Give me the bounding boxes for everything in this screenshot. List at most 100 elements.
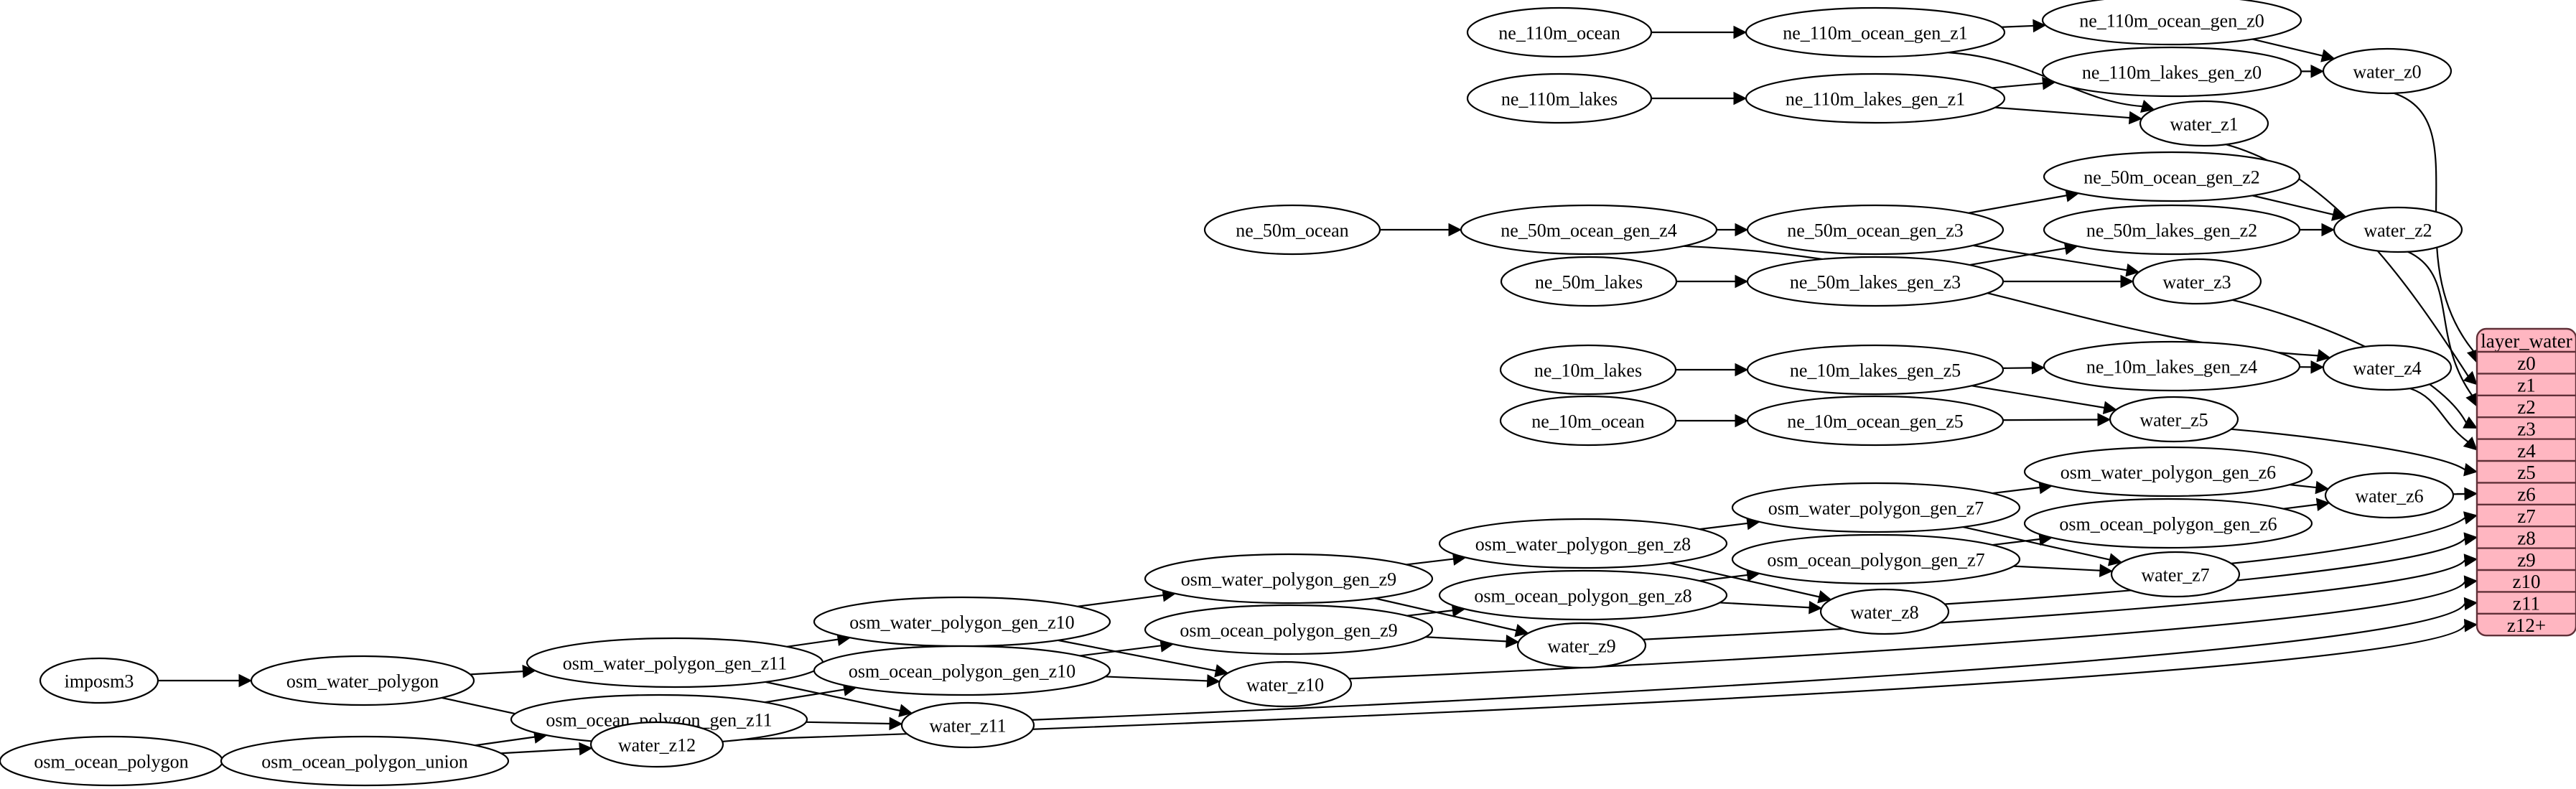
node-shape[interactable] — [2132, 258, 2262, 305]
node-shape[interactable] — [1746, 395, 2005, 447]
node-ne_50m_ocean[interactable]: ne_50m_ocean — [1203, 204, 1381, 256]
node-water_z1[interactable]: water_z1 — [2139, 100, 2269, 147]
node-shape[interactable] — [2023, 446, 2313, 498]
edge-water_z7-to-layer_water-z7 — [2231, 517, 2465, 564]
node-shape[interactable] — [2043, 151, 2301, 202]
node-shape[interactable] — [1499, 344, 1677, 396]
node-ne_110m_ocean_gen_z0[interactable]: ne_110m_ocean_gen_z0 — [2041, 0, 2302, 46]
node-shape[interactable] — [0, 735, 224, 787]
node-shape[interactable] — [1516, 622, 1647, 669]
node-shape[interactable] — [813, 596, 1111, 648]
edge-osm_water_polygon_gen_z7-to-osm_water_polygon_gen_z6 — [1992, 486, 2040, 495]
edge-osm_water_polygon_gen_z9-to-osm_water_polygon_gen_z8 — [1406, 558, 1454, 566]
node-shape[interactable] — [589, 721, 724, 768]
node-ne_110m_lakes_gen_z1[interactable]: ne_110m_lakes_gen_z1 — [1745, 73, 2006, 124]
node-shape[interactable] — [250, 655, 475, 706]
node-shape[interactable] — [1746, 256, 2005, 307]
node-shape[interactable] — [2023, 498, 2313, 549]
node-shape[interactable] — [1144, 604, 1434, 655]
node-shape[interactable] — [1746, 344, 2005, 396]
node-water_z6[interactable]: water_z6 — [2324, 472, 2455, 519]
node-ne_110m_lakes_gen_z0[interactable]: ne_110m_lakes_gen_z0 — [2041, 46, 2302, 98]
node-osm_water_polygon[interactable]: osm_water_polygon — [250, 655, 475, 706]
node-shape[interactable] — [1499, 395, 1677, 447]
node-shape[interactable] — [1819, 588, 1950, 635]
node-shape[interactable] — [2041, 46, 2302, 98]
node-ne_110m_ocean[interactable]: ne_110m_ocean — [1466, 6, 1653, 58]
node-shape[interactable] — [39, 657, 159, 704]
node-shape[interactable] — [813, 645, 1111, 696]
node-shape[interactable] — [2322, 47, 2453, 95]
node-ne_50m_ocean_gen_z3[interactable]: ne_50m_ocean_gen_z3 — [1746, 204, 2005, 256]
node-water_z8[interactable]: water_z8 — [1819, 588, 1950, 635]
node-osm_water_polygon_gen_z9[interactable]: osm_water_polygon_gen_z9 — [1144, 553, 1434, 604]
node-water_z5[interactable]: water_z5 — [2109, 396, 2239, 443]
node-osm_water_polygon_gen_z8[interactable]: osm_water_polygon_gen_z8 — [1438, 518, 1728, 569]
arrow-head-icon — [2320, 49, 2335, 62]
node-osm_ocean_polygon_gen_z6[interactable]: osm_ocean_polygon_gen_z6 — [2023, 498, 2313, 549]
node-shape[interactable] — [2043, 204, 2301, 256]
node-shape[interactable] — [2322, 344, 2453, 391]
node-ne_10m_lakes[interactable]: ne_10m_lakes — [1499, 344, 1677, 396]
node-osm_ocean_polygon_gen_z9[interactable]: osm_ocean_polygon_gen_z9 — [1144, 604, 1434, 655]
node-shape[interactable] — [1438, 569, 1728, 621]
node-shape[interactable] — [1745, 73, 2006, 124]
node-shape[interactable] — [2139, 100, 2269, 147]
edge-osm_ocean_polygon_gen_z7-to-osm_ocean_polygon_gen_z6 — [1992, 538, 2040, 546]
node-osm_ocean_polygon_union[interactable]: osm_ocean_polygon_union — [220, 735, 510, 787]
node-shape[interactable] — [1731, 482, 2021, 533]
node-imposm3[interactable]: imposm3 — [39, 657, 159, 704]
node-shape[interactable] — [1466, 73, 1653, 124]
node-ne_50m_lakes_gen_z2[interactable]: ne_50m_lakes_gen_z2 — [2043, 204, 2301, 256]
node-osm_water_polygon_gen_z6[interactable]: osm_water_polygon_gen_z6 — [2023, 446, 2313, 498]
node-shape[interactable] — [220, 735, 510, 787]
node-water_z12[interactable]: water_z12 — [589, 721, 724, 768]
node-shape[interactable] — [1731, 533, 2021, 585]
node-osm_ocean_polygon_gen_z8[interactable]: osm_ocean_polygon_gen_z8 — [1438, 569, 1728, 621]
node-shape[interactable] — [1218, 660, 1353, 708]
node-shape[interactable] — [526, 637, 824, 688]
node-water_z11[interactable]: water_z11 — [900, 701, 1035, 749]
node-ne_50m_ocean_gen_z4[interactable]: ne_50m_ocean_gen_z4 — [1460, 204, 1718, 256]
node-ne_50m_lakes[interactable]: ne_50m_lakes — [1500, 256, 1678, 307]
node-shape[interactable] — [2110, 551, 2241, 598]
node-ne_10m_ocean[interactable]: ne_10m_ocean — [1499, 395, 1677, 447]
node-ne_110m_lakes[interactable]: ne_110m_lakes — [1466, 73, 1653, 124]
node-ne_110m_ocean_gen_z1[interactable]: ne_110m_ocean_gen_z1 — [1745, 6, 2006, 58]
arrow-head-icon — [1735, 363, 1749, 377]
node-ne_50m_lakes_gen_z3[interactable]: ne_50m_lakes_gen_z3 — [1746, 256, 2005, 307]
node-shape[interactable] — [1460, 204, 1718, 256]
node-shape[interactable] — [1746, 204, 2005, 256]
node-shape[interactable] — [1466, 6, 1653, 58]
node-water_z4[interactable]: water_z4 — [2322, 344, 2453, 391]
node-osm_water_polygon_gen_z11[interactable]: osm_water_polygon_gen_z11 — [526, 637, 824, 688]
node-shape[interactable] — [1203, 204, 1381, 256]
node-shape[interactable] — [2333, 206, 2463, 253]
node-shape[interactable] — [1438, 518, 1728, 569]
node-shape[interactable] — [1144, 553, 1434, 604]
node-osm_water_polygon_gen_z10[interactable]: osm_water_polygon_gen_z10 — [813, 596, 1111, 648]
node-water_z10[interactable]: water_z10 — [1218, 660, 1353, 708]
node-shape[interactable] — [900, 701, 1035, 749]
node-ne_10m_lakes_gen_z5[interactable]: ne_10m_lakes_gen_z5 — [1746, 344, 2005, 396]
node-water_z2[interactable]: water_z2 — [2333, 206, 2463, 253]
node-osm_ocean_polygon_gen_z7[interactable]: osm_ocean_polygon_gen_z7 — [1731, 533, 2021, 585]
node-water_z3[interactable]: water_z3 — [2132, 258, 2262, 305]
node-water_z9[interactable]: water_z9 — [1516, 622, 1647, 669]
node-shape[interactable] — [2043, 340, 2301, 392]
node-ne_50m_ocean_gen_z2[interactable]: ne_50m_ocean_gen_z2 — [2043, 151, 2301, 202]
node-osm_water_polygon_gen_z7[interactable]: osm_water_polygon_gen_z7 — [1731, 482, 2021, 533]
node-ne_10m_lakes_gen_z4[interactable]: ne_10m_lakes_gen_z4 — [2043, 340, 2301, 392]
node-shape[interactable] — [1745, 6, 2006, 58]
node-ne_10m_ocean_gen_z5[interactable]: ne_10m_ocean_gen_z5 — [1746, 395, 2005, 447]
edge-osm_ocean_polygon_gen_z10-to-osm_ocean_polygon_gen_z9 — [1079, 645, 1162, 657]
node-shape[interactable] — [2324, 472, 2455, 519]
node-shape[interactable] — [1500, 256, 1678, 307]
node-water_z7[interactable]: water_z7 — [2110, 551, 2241, 598]
node-shape[interactable] — [2041, 0, 2302, 46]
node-osm_ocean_polygon[interactable]: osm_ocean_polygon — [0, 735, 224, 787]
node-osm_ocean_polygon_gen_z10[interactable]: osm_ocean_polygon_gen_z10 — [813, 645, 1111, 696]
node-water_z0[interactable]: water_z0 — [2322, 47, 2453, 95]
edge-water_z2-to-layer_water-z2 — [2407, 251, 2473, 396]
node-shape[interactable] — [2109, 396, 2239, 443]
